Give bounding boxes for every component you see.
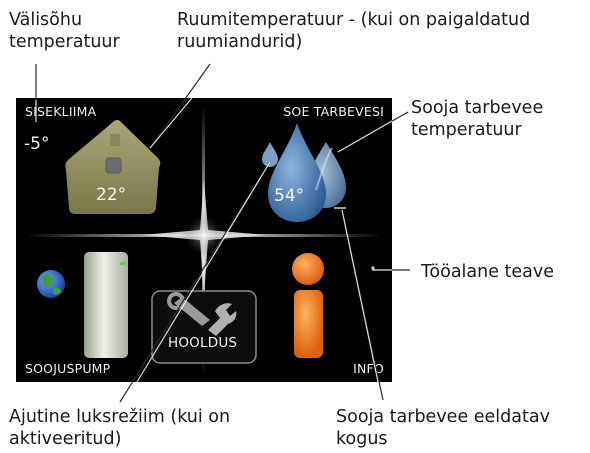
annotation-line: aktiveeritud) — [9, 429, 122, 449]
house-icon[interactable] — [65, 120, 161, 214]
hot-water-temp-value: 54° — [274, 186, 305, 206]
annotation-line: Tööalane teave — [421, 262, 555, 282]
heat-pump-label[interactable]: SOOJUSPUMP — [25, 361, 111, 376]
pointer-room-temp — [149, 63, 211, 149]
annotation-line: temperatuur — [9, 32, 120, 52]
annotation-operating-info: Tööalane teave — [421, 261, 554, 283]
outdoor-temp-value: -5° — [24, 134, 50, 154]
annotation-outdoor-temp: Välisõhu temperatuur — [9, 9, 120, 53]
indicator-dot — [371, 266, 375, 270]
globe-icon[interactable] — [37, 270, 65, 298]
center-glow — [182, 213, 226, 257]
info-icon[interactable] — [292, 253, 324, 358]
annotation-line: Ruumitemperatuur - (kui on paigaldatud — [177, 10, 531, 30]
annotation-line: Sooja tarbevee — [411, 98, 544, 118]
service-label[interactable]: HOOLDUS — [168, 335, 238, 351]
annotation-temp-lux: Ajutine luksrežiim (kui on aktiveeritud) — [9, 406, 230, 450]
display-graphics — [26, 106, 382, 376]
annotation-line: temperatuur — [411, 120, 522, 140]
heat-pump-icon[interactable] — [84, 252, 128, 358]
room-temp-value: 22° — [96, 185, 127, 205]
water-drops-icon[interactable] — [262, 123, 346, 222]
display-screen: SISEKLIIMA SOE TARBEVESI SOOJUSPUMP INFO… — [16, 98, 392, 382]
annotation-line: Sooja tarbevee eeldatav — [336, 407, 550, 427]
hot-water-label[interactable]: SOE TARBEVESI — [283, 104, 384, 119]
annotation-hot-water-amount: Sooja tarbevee eeldatav kogus — [336, 406, 550, 450]
annotation-line: ruumiandurid) — [177, 32, 303, 52]
indoor-climate-label[interactable]: SISEKLIIMA — [25, 104, 97, 119]
annotation-line: Ajutine luksrežiim (kui on — [9, 407, 231, 427]
pointer-temp-lux — [119, 161, 271, 403]
annotation-hot-water-temp: Sooja tarbevee temperatuur — [411, 97, 543, 141]
annotation-line: kogus — [336, 429, 388, 449]
annotation-line: Välisõhu — [9, 10, 83, 30]
annotation-room-temp: Ruumitemperatuur - (kui on paigaldatud r… — [177, 9, 530, 53]
